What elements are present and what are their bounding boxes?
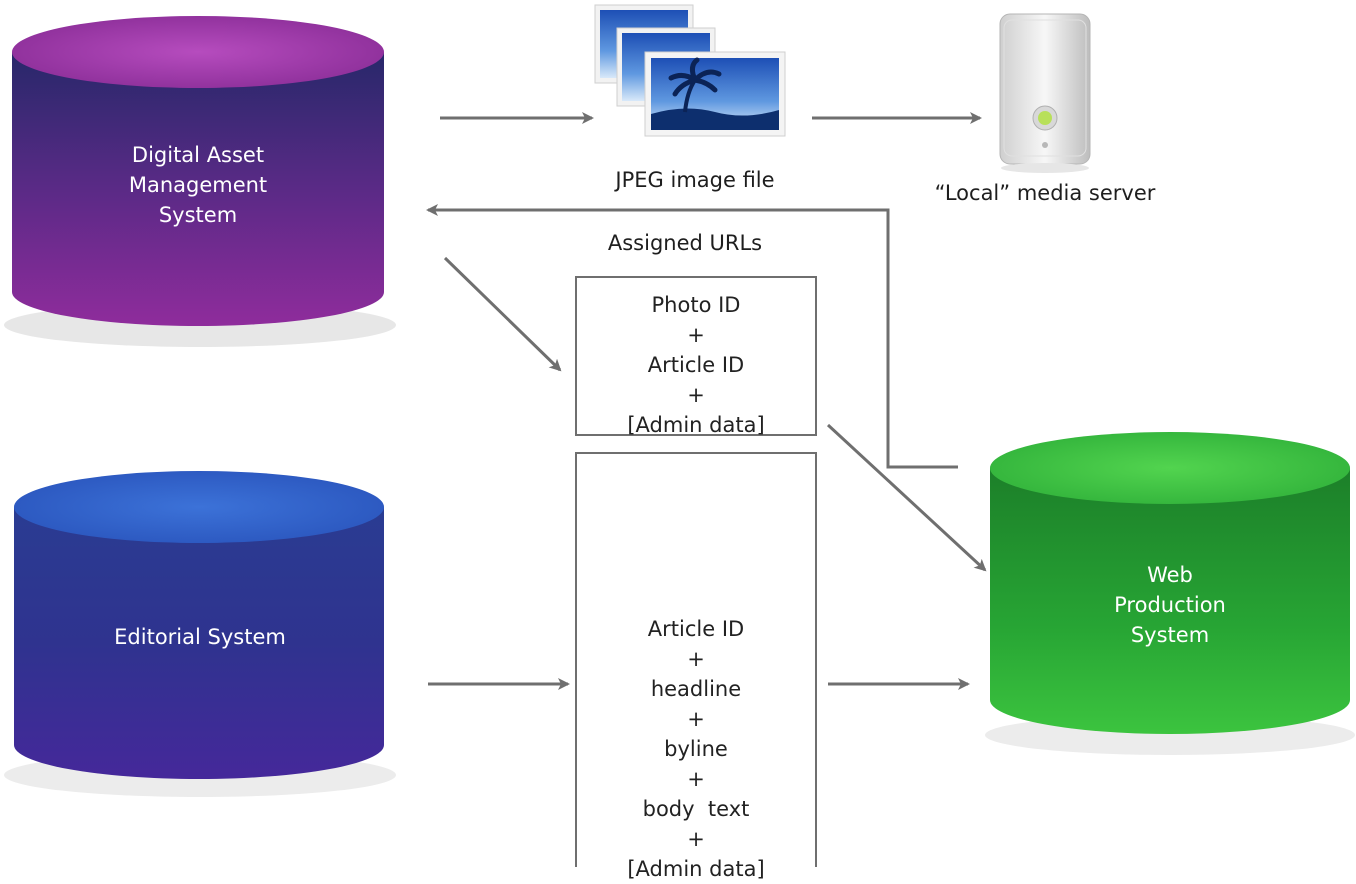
media-server-label: “Local” media server bbox=[934, 181, 1156, 205]
dam-label-line: Digital Asset bbox=[131, 143, 265, 167]
web-label-line: Production bbox=[1114, 593, 1226, 617]
dam-database bbox=[4, 16, 396, 347]
box-line: + bbox=[687, 647, 705, 671]
web-production-label: Web Production System bbox=[1060, 560, 1280, 650]
dam-label-line: Management bbox=[128, 173, 268, 197]
media-server-icon bbox=[999, 13, 1091, 173]
box-line: body text bbox=[642, 797, 750, 821]
web-label-line: System bbox=[1130, 623, 1210, 647]
box-line: [Admin data] bbox=[627, 413, 765, 437]
box-line: + bbox=[687, 827, 705, 851]
arrows bbox=[426, 112, 987, 690]
web-label-line: Web bbox=[1147, 563, 1193, 587]
arrow-photo-box-to-web bbox=[826, 423, 987, 572]
box-line: + bbox=[687, 323, 705, 347]
article-box: Article ID + headline + byline + body te… bbox=[575, 452, 817, 881]
box-line: Article ID bbox=[647, 617, 745, 641]
photo-id-box: Photo ID + Article ID + [Admin data] bbox=[575, 276, 817, 437]
box-line: headline bbox=[650, 677, 742, 701]
box-line: Photo ID bbox=[651, 293, 741, 317]
assigned-urls-label: Assigned URLs bbox=[607, 231, 763, 255]
box-line: + bbox=[687, 767, 705, 791]
editorial-label: Editorial System bbox=[40, 622, 360, 652]
web-production-database bbox=[985, 432, 1355, 755]
dam-label-line: System bbox=[158, 203, 238, 227]
image-files-icon bbox=[594, 4, 786, 137]
dam-label: Digital Asset Management System bbox=[60, 140, 336, 230]
box-line: + bbox=[687, 707, 705, 731]
editorial-database bbox=[4, 471, 396, 797]
box-line: [Admin data] bbox=[627, 857, 765, 881]
jpeg-label: JPEG image file bbox=[615, 168, 775, 192]
arrow-assigned-urls bbox=[426, 204, 958, 469]
arrow-dam-to-photo-box bbox=[443, 256, 562, 372]
box-line: Article ID bbox=[647, 353, 745, 377]
box-line: byline bbox=[664, 737, 728, 761]
box-line: + bbox=[687, 383, 705, 407]
editorial-label-line: Editorial System bbox=[114, 625, 286, 649]
